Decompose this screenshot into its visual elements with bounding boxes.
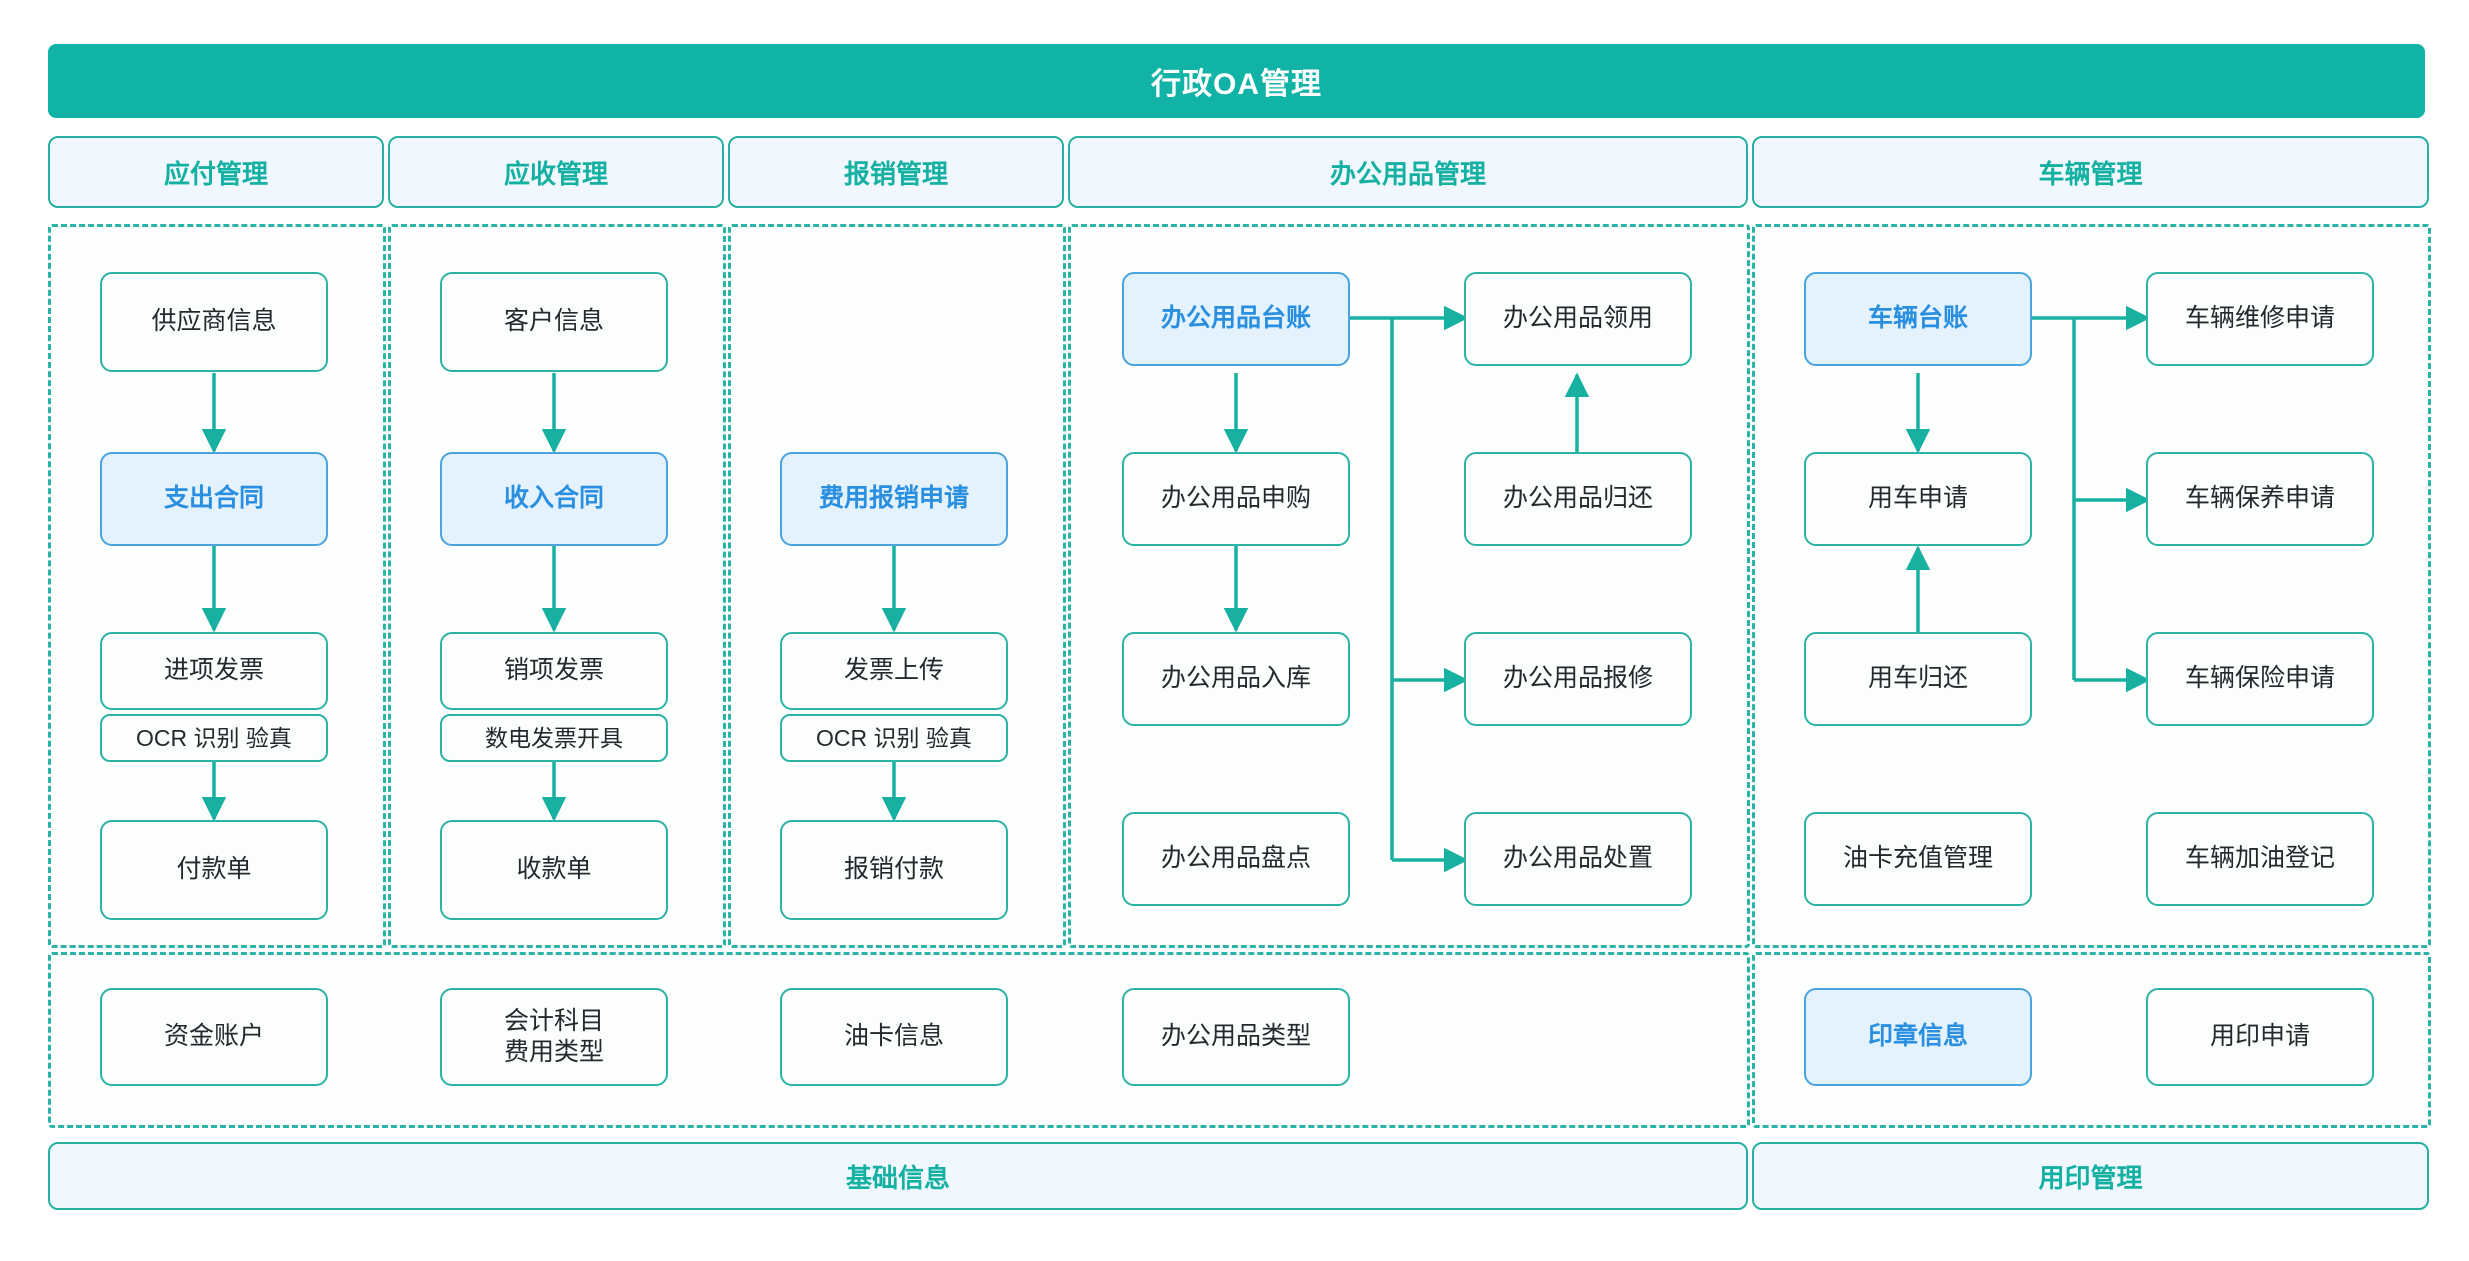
node-fuel-card-recharge[interactable]: 油卡充值管理: [1804, 812, 2032, 906]
node-input-invoice[interactable]: 进项发票: [100, 632, 328, 710]
node-supplies-purchase-request[interactable]: 办公用品申购: [1122, 452, 1350, 546]
node-ocr-verify-expense[interactable]: OCR 识别 验真: [780, 714, 1008, 762]
node-account-subject-expense-type[interactable]: 会计科目 费用类型: [440, 988, 668, 1086]
node-payment-order[interactable]: 付款单: [100, 820, 328, 920]
section-header-expense[interactable]: 报销管理: [728, 136, 1064, 208]
node-vehicle-use-request[interactable]: 用车申请: [1804, 452, 2032, 546]
node-vehicle-ledger[interactable]: 车辆台账: [1804, 272, 2032, 366]
node-supplies-issue[interactable]: 办公用品领用: [1464, 272, 1692, 366]
node-vehicle-repair-request[interactable]: 车辆维修申请: [2146, 272, 2374, 366]
footer-label-seal-management[interactable]: 用印管理: [1752, 1142, 2429, 1210]
node-invoice-upload[interactable]: 发票上传: [780, 632, 1008, 710]
section-header-supplies[interactable]: 办公用品管理: [1068, 136, 1748, 208]
page-title: 行政OA管理: [48, 44, 2425, 118]
node-einvoice-issue[interactable]: 数电发票开具: [440, 714, 668, 762]
node-customer-info[interactable]: 客户信息: [440, 272, 668, 372]
node-vehicle-maintenance-request[interactable]: 车辆保养申请: [2146, 452, 2374, 546]
node-supplies-inbound[interactable]: 办公用品入库: [1122, 632, 1350, 726]
node-fuel-card-info[interactable]: 油卡信息: [780, 988, 1008, 1086]
node-fund-account[interactable]: 资金账户: [100, 988, 328, 1086]
node-supplier-info[interactable]: 供应商信息: [100, 272, 328, 372]
footer-label-basic-info[interactable]: 基础信息: [48, 1142, 1748, 1210]
node-expense-contract[interactable]: 支出合同: [100, 452, 328, 546]
node-seal-use-request[interactable]: 用印申请: [2146, 988, 2374, 1086]
node-output-invoice[interactable]: 销项发票: [440, 632, 668, 710]
node-supplies-return[interactable]: 办公用品归还: [1464, 452, 1692, 546]
node-supplies-stocktake[interactable]: 办公用品盘点: [1122, 812, 1350, 906]
node-ocr-verify-payable[interactable]: OCR 识别 验真: [100, 714, 328, 762]
section-header-receivable[interactable]: 应收管理: [388, 136, 724, 208]
node-income-contract[interactable]: 收入合同: [440, 452, 668, 546]
section-header-payable[interactable]: 应付管理: [48, 136, 384, 208]
node-receipt-order[interactable]: 收款单: [440, 820, 668, 920]
node-supplies-ledger[interactable]: 办公用品台账: [1122, 272, 1350, 366]
node-vehicle-insurance-request[interactable]: 车辆保险申请: [2146, 632, 2374, 726]
node-supplies-repair[interactable]: 办公用品报修: [1464, 632, 1692, 726]
node-vehicle-return[interactable]: 用车归还: [1804, 632, 2032, 726]
node-supplies-disposal[interactable]: 办公用品处置: [1464, 812, 1692, 906]
node-expense-payment[interactable]: 报销付款: [780, 820, 1008, 920]
node-expense-claim[interactable]: 费用报销申请: [780, 452, 1008, 546]
node-seal-info[interactable]: 印章信息: [1804, 988, 2032, 1086]
node-supplies-category[interactable]: 办公用品类型: [1122, 988, 1350, 1086]
node-vehicle-refuel-record[interactable]: 车辆加油登记: [2146, 812, 2374, 906]
section-header-vehicle[interactable]: 车辆管理: [1752, 136, 2429, 208]
